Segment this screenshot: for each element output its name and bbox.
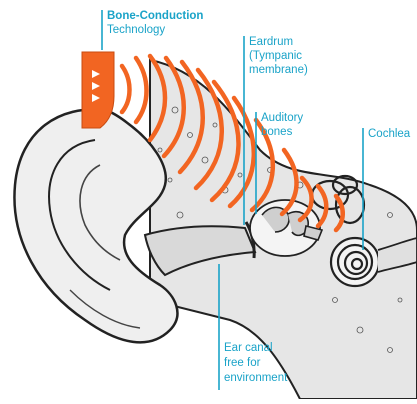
label-bone-conduction-subtitle: Technology: [107, 24, 165, 37]
label-eardrum-line1: Eardrum: [249, 36, 293, 49]
bone-conduction-transducer-icon: [82, 52, 114, 128]
label-ear-canal-line1: Ear canal: [224, 342, 273, 355]
label-auditory-line1: Auditory: [261, 112, 303, 125]
label-bone-conduction-title: Bone-Conduction: [107, 10, 203, 23]
label-ear-canal-line2: free for: [224, 357, 260, 370]
cochlea-spiral: [331, 238, 379, 286]
label-eardrum-line3: membrane): [249, 64, 308, 77]
label-eardrum-line2: (Tympanic: [249, 50, 302, 63]
label-auditory-line2: bones: [261, 126, 292, 139]
label-cochlea: Cochlea: [368, 128, 410, 141]
label-ear-canal-line3: environment: [224, 372, 287, 385]
